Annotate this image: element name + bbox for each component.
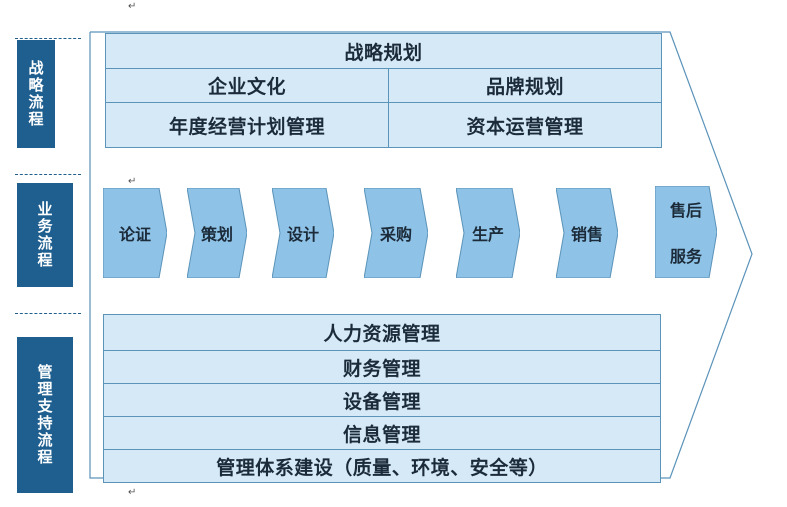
strategy-title: 战略规划: [105, 33, 662, 69]
side-label-strategy: 战略流程: [17, 40, 55, 148]
support-equipment: 设备管理: [103, 383, 661, 417]
paragraph-mark: ↵: [128, 176, 137, 187]
business-step-1: 论证: [103, 188, 167, 278]
strategy-annual-plan: 年度经营计划管理: [105, 102, 389, 148]
business-step-label: 设计: [286, 225, 319, 244]
support-hr: 人力资源管理: [103, 314, 661, 351]
business-step-4: 采购: [364, 188, 428, 278]
business-step-label: 销售: [570, 225, 603, 244]
strategy-capital: 资本运营管理: [388, 102, 662, 148]
strategy-brand: 品牌规划: [388, 68, 662, 103]
business-step-label: 论证: [118, 225, 151, 244]
support-information: 信息管理: [103, 416, 661, 450]
side-label-business: 业务流程: [17, 183, 73, 287]
paragraph-mark: ↵: [128, 487, 137, 498]
side-label-management: 管理支持流程: [17, 337, 73, 493]
paragraph-mark: ↵: [128, 1, 137, 12]
business-step-3: 设计: [272, 188, 334, 278]
business-step-label: 策划: [200, 225, 233, 244]
dash-mid1: [15, 174, 81, 175]
business-step-2: 策划: [187, 188, 247, 278]
after-sales-line2: 服务: [669, 247, 702, 266]
business-step-label: 采购: [379, 225, 412, 244]
strategy-culture: 企业文化: [105, 68, 389, 103]
support-system-building: 管理体系建设（质量、环境、安全等）: [103, 449, 661, 483]
after-sales-line1: 售后: [669, 201, 702, 220]
dash-mid2: [15, 313, 81, 314]
support-finance: 财务管理: [103, 350, 661, 384]
business-step-6: 销售: [556, 188, 618, 278]
business-step-after-sales: 售后 服务: [655, 186, 717, 278]
dash-top: [15, 38, 81, 39]
business-step-label: 生产: [471, 225, 504, 244]
business-step-5: 生产: [456, 188, 520, 278]
